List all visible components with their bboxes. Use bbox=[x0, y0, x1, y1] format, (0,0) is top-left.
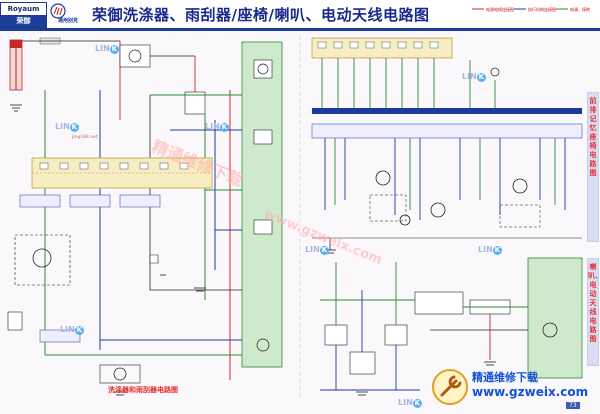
wrench-logo-icon bbox=[432, 369, 468, 405]
site-url: www.gzweix.com bbox=[472, 385, 589, 399]
lin-mark: LIN bbox=[55, 122, 70, 131]
page-header: Royaum 荣御 通用别克 荣御洗涤器、雨刮器/座椅/喇叭、电动天线电路图 电… bbox=[0, 0, 600, 30]
site-name: 精通维修下载 bbox=[472, 371, 538, 384]
k-icon: K bbox=[319, 246, 329, 255]
legend-item-power: 电源电线连接图 bbox=[486, 7, 514, 12]
lin-mark: LIN bbox=[478, 245, 493, 254]
header-divider bbox=[0, 28, 600, 31]
k-icon: K bbox=[69, 123, 79, 132]
page-number: 73 bbox=[566, 402, 580, 409]
left-panel-caption: 洗涤器和雨刮器电路图 bbox=[108, 386, 178, 394]
site-logo-corner: 精通维修下载 www.gzweix.com bbox=[428, 365, 589, 411]
brand-name-chinese: 荣御 bbox=[1, 15, 46, 27]
k-icon: K bbox=[412, 399, 422, 408]
k-icon: K bbox=[219, 123, 229, 132]
k-icon: K bbox=[109, 45, 119, 54]
lin-mark: LIN bbox=[462, 72, 477, 81]
buick-label: 通用别克 bbox=[58, 18, 79, 24]
k-icon: K bbox=[74, 326, 84, 335]
lin-mark: LIN bbox=[205, 122, 220, 131]
lin-mark: LIN bbox=[305, 245, 320, 254]
wire-legend: 电源电线连接图 执行机构连接图 电源、接地 bbox=[470, 2, 598, 22]
side-tab-horn-antenna: 喇叭、电动天线电路图 bbox=[587, 258, 600, 366]
legend-item-ground: 电源、接地 bbox=[570, 7, 590, 12]
side-tab-memory-seat: 前排记忆座椅电路图 bbox=[587, 92, 599, 242]
lin-subtext: jing168.net bbox=[72, 134, 98, 139]
royaum-brand-badge: Royaum 荣御 bbox=[0, 2, 47, 28]
k-icon: K bbox=[492, 246, 502, 255]
page-title: 荣御洗涤器、雨刮器/座椅/喇叭、电动天线电路图 bbox=[92, 6, 430, 24]
brand-name-latin: Royaum bbox=[1, 3, 46, 15]
legend-item-actuator: 执行机构连接图 bbox=[528, 7, 556, 12]
k-icon: K bbox=[476, 73, 486, 82]
lin-mark: LIN bbox=[398, 398, 413, 407]
buick-logo-icon bbox=[50, 3, 66, 19]
lin-mark: LIN bbox=[60, 325, 75, 334]
lin-mark: LIN bbox=[95, 44, 110, 53]
